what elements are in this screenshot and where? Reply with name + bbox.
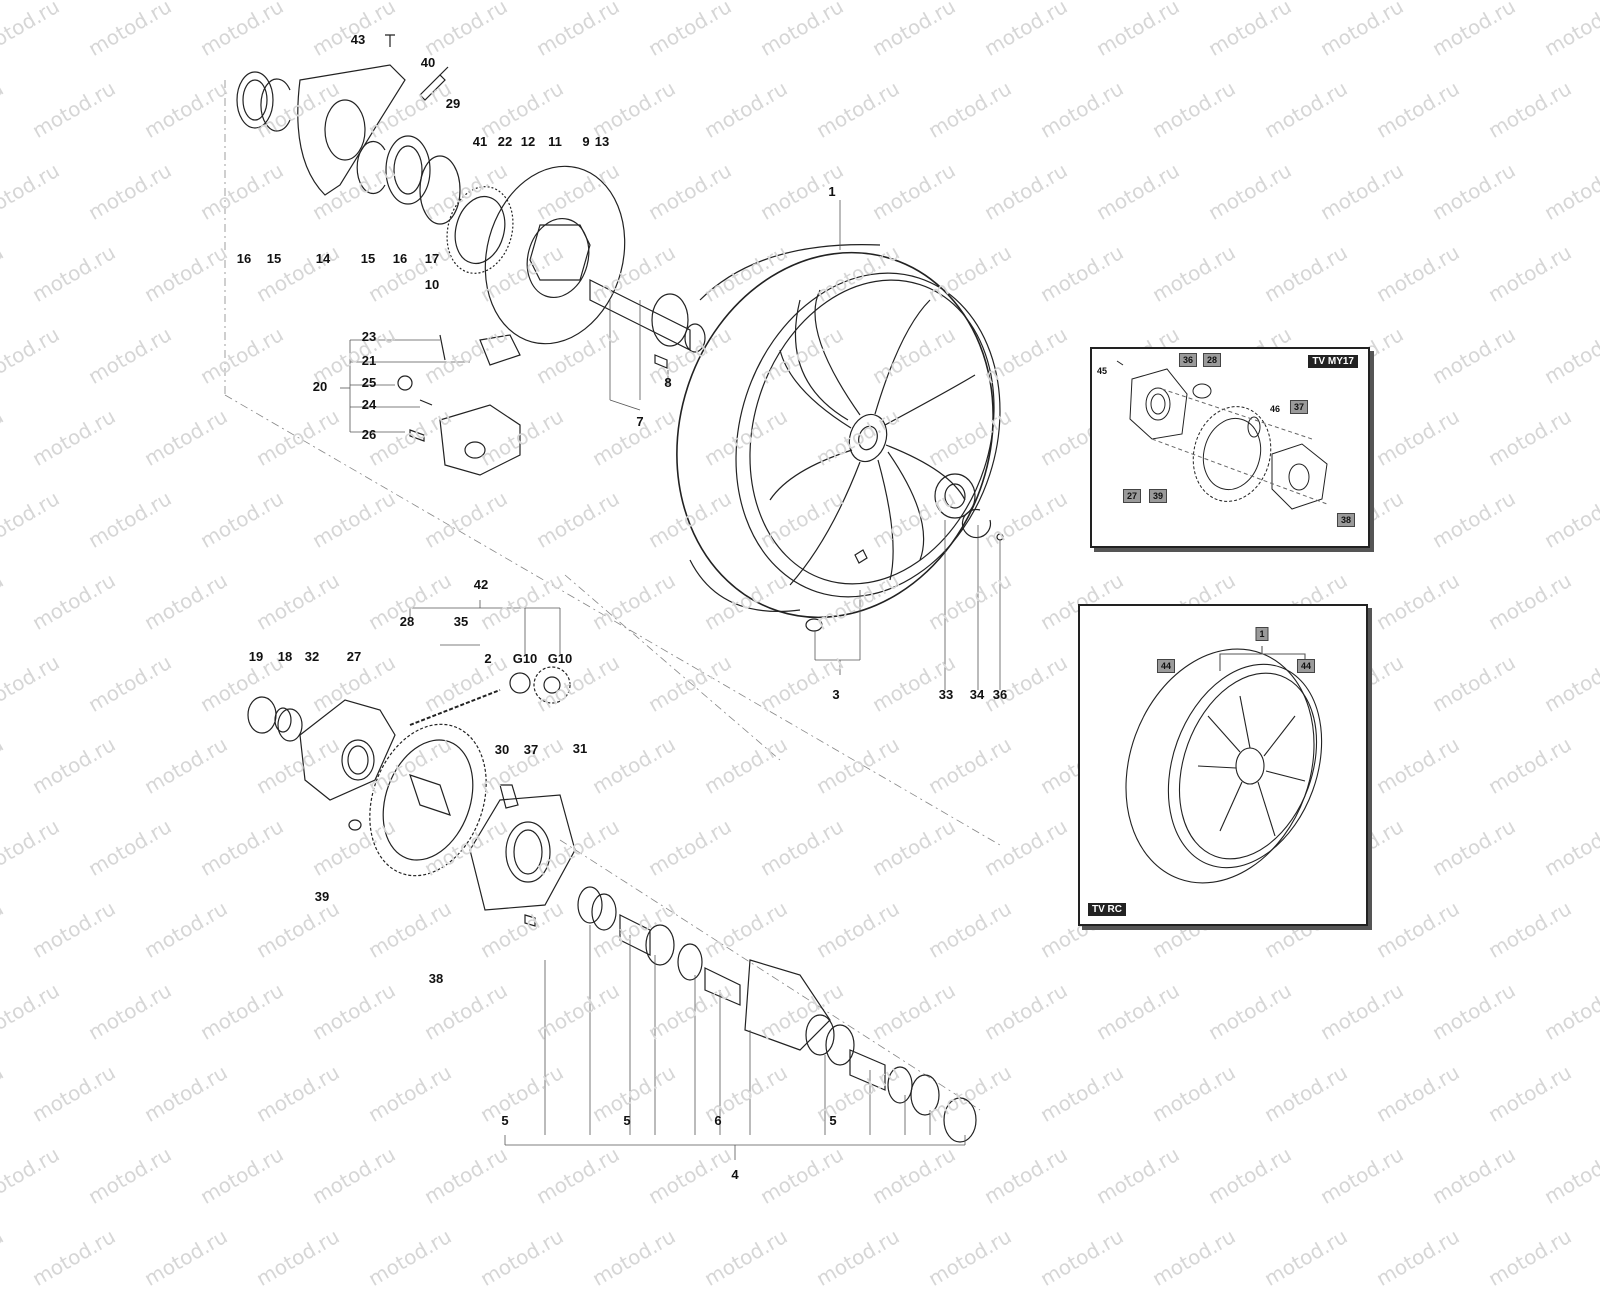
rear-wheel-rim [676, 244, 1001, 619]
inset-my17-label-39: 39 [1148, 489, 1168, 503]
sprocket-carrier [247, 696, 396, 831]
callout-10: 10 [424, 277, 440, 292]
callout-G10: G10 [512, 651, 538, 666]
callout-15: 15 [266, 251, 282, 266]
inset-tv-my17: TV MY17 45 36 28 46 37 27 39 38 [1090, 347, 1370, 548]
inset-rc-tag: TV RC [1088, 903, 1126, 916]
callout-29: 29 [445, 96, 461, 111]
watermark-text: motod.ru [588, 1224, 680, 1291]
callout-25: 25 [361, 375, 377, 390]
callout-16: 16 [392, 251, 408, 266]
watermark-text: motod.ru [1372, 1224, 1464, 1291]
watermark-text: motod.ru [0, 1224, 8, 1291]
callout-1: 1 [828, 184, 836, 199]
callout-20: 20 [312, 379, 328, 394]
valve-and-spacer [805, 473, 1004, 632]
watermark-text: motod.ru [140, 1224, 232, 1291]
callout-41: 41 [472, 134, 488, 149]
callout-17: 17 [424, 251, 440, 266]
inset-rc-drawing [1125, 646, 1323, 884]
cush-drive-hub [469, 784, 576, 927]
callout-11: 11 [548, 134, 562, 149]
callout-43: 43 [350, 32, 366, 47]
watermark-text: motod.ru [924, 1224, 1016, 1291]
abs-sensor-and-bolt [385, 34, 449, 101]
watermark-text: motod.ru [812, 1224, 904, 1291]
callout-8: 8 [664, 375, 672, 390]
watermark-text: motod.ru [1260, 1224, 1352, 1291]
callout-5: 5 [829, 1113, 837, 1128]
abs-tone-ring [446, 186, 514, 274]
callout-23: 23 [361, 329, 377, 344]
watermark-text: motod.ru [1036, 1224, 1128, 1291]
callout-35: 35 [453, 614, 469, 629]
watermark-text: motod.ru [1148, 1224, 1240, 1291]
callout-4: 4 [731, 1167, 739, 1182]
callout-15: 15 [360, 251, 376, 266]
inset-my17-label-45: 45 [1096, 366, 1108, 376]
callout-33: 33 [938, 687, 954, 702]
watermark-text: motod.ru [28, 1224, 120, 1291]
callout-7: 7 [636, 414, 644, 429]
inset-rc-label-44: 44 [1156, 659, 1176, 673]
callout-32: 32 [304, 649, 320, 664]
callout-6: 6 [714, 1113, 722, 1128]
inset-my17-label-38: 38 [1336, 513, 1356, 527]
inset-my17-label-28: 28 [1202, 353, 1222, 367]
callout-39: 39 [314, 889, 330, 904]
callout-5: 5 [501, 1113, 509, 1128]
watermark-text: motod.ru [476, 1224, 568, 1291]
watermark-text: motod.ru [700, 1224, 792, 1291]
callout-28: 28 [399, 614, 415, 629]
callout-31: 31 [572, 741, 588, 756]
callout-5: 5 [623, 1113, 631, 1128]
callout-26: 26 [361, 427, 377, 442]
callout-18: 18 [277, 649, 293, 664]
callout-13: 13 [594, 134, 610, 149]
callout-14: 14 [315, 251, 331, 266]
inset-my17-tag: TV MY17 [1308, 355, 1358, 368]
callout-24: 24 [361, 397, 377, 412]
callout-42: 42 [473, 577, 489, 592]
inset-rc-label-1: 1 [1255, 627, 1269, 641]
brake-caliper-assembly [397, 334, 521, 476]
inset-my17-label-46: 46 [1269, 404, 1281, 414]
callout-21: 21 [361, 353, 377, 368]
inset-tv-rc: 1 44 44 TV RC [1078, 604, 1368, 926]
callout-34: 34 [969, 687, 985, 702]
callout-G10: G10 [547, 651, 573, 666]
callout-40: 40 [420, 55, 436, 70]
callout-12: 12 [520, 134, 536, 149]
watermark-text: motod.ru [1596, 1224, 1600, 1291]
leader-lines [340, 200, 1001, 1160]
callout-37: 37 [523, 742, 539, 757]
watermark-text: motod.ru [252, 1224, 344, 1291]
callout-27: 27 [346, 649, 362, 664]
callout-38: 38 [428, 971, 444, 986]
callout-3: 3 [832, 687, 840, 702]
callout-2: 2 [484, 651, 492, 666]
inset-my17-label-36: 36 [1178, 353, 1198, 367]
callout-30: 30 [494, 742, 510, 757]
assembly-axis-lines [224, 80, 1001, 1111]
wheel-axle-spindle [589, 279, 706, 369]
inset-my17-label-37: 37 [1289, 400, 1309, 414]
brake-disc [484, 165, 626, 345]
callout-19: 19 [248, 649, 264, 664]
callout-9: 9 [582, 134, 590, 149]
callout-16: 16 [236, 251, 252, 266]
callout-22: 22 [497, 134, 513, 149]
drive-chain [409, 666, 571, 726]
watermark-text: motod.ru [1484, 1224, 1576, 1291]
inset-rc-label-44: 44 [1296, 659, 1316, 673]
callout-36: 36 [992, 687, 1008, 702]
exploded-parts-diagram [224, 34, 1004, 1160]
caliper-bracket-and-rings [236, 64, 461, 225]
rear-sprocket [369, 723, 487, 877]
watermark-text: motod.ru [364, 1224, 456, 1291]
rear-wheel-spokes [769, 289, 976, 586]
inset-my17-label-27: 27 [1122, 489, 1142, 503]
bearings-and-spacers [577, 886, 977, 1143]
inset-my17-drawing [1116, 360, 1328, 510]
